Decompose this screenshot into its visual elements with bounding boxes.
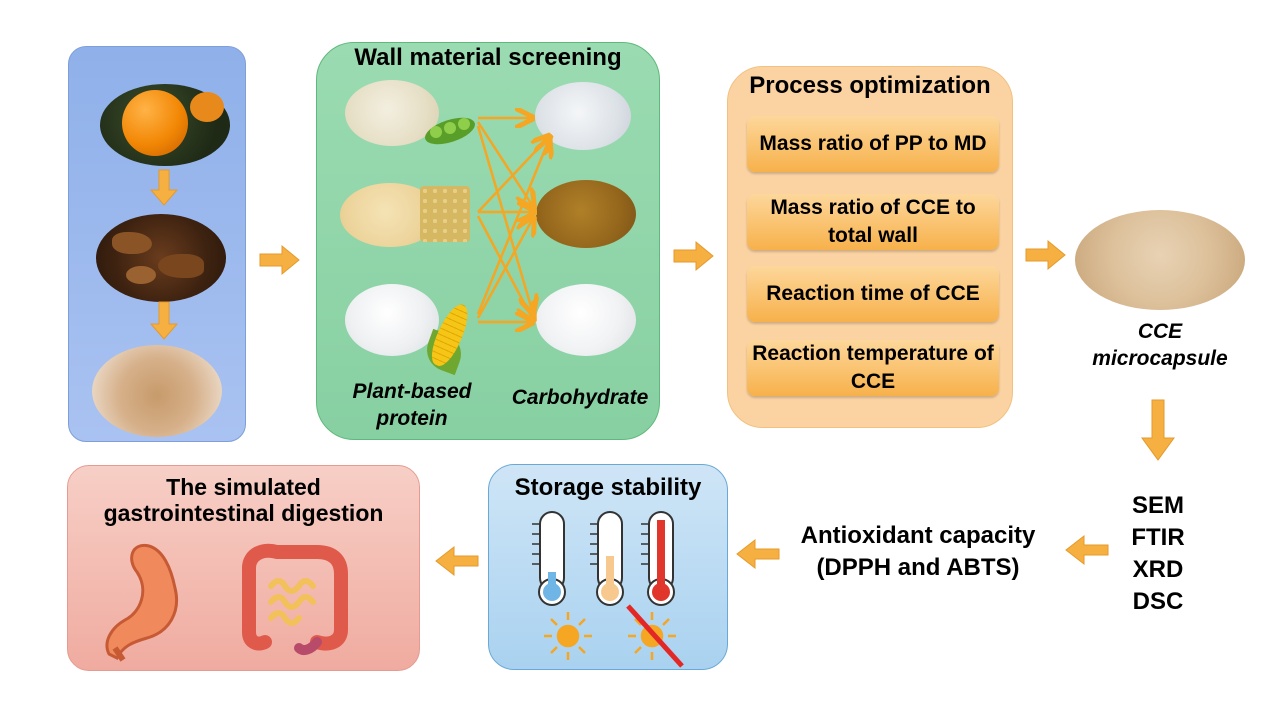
pea-icon <box>420 104 479 152</box>
antioxidant-text: Antioxidant capacity (DPPH and ABTS) <box>780 520 1056 584</box>
peel-powder-image <box>92 345 222 437</box>
arrow-down-3 <box>1141 399 1175 461</box>
process-title: Process optimization <box>749 72 991 99</box>
digestion-line1: The simulated <box>166 474 321 500</box>
intestine-icon <box>242 543 348 655</box>
cce-microcapsule-image <box>1075 210 1245 310</box>
orange-fruit-image <box>100 84 230 166</box>
digestion-icons <box>105 543 348 662</box>
char-dsc: DSC <box>1132 588 1184 615</box>
storage-icons <box>532 511 684 668</box>
arrow-down-2 <box>149 301 179 340</box>
arrow-right-1 <box>259 244 300 276</box>
corn-protein-powder-image <box>345 284 439 356</box>
storage-title: Storage stability <box>514 474 702 501</box>
arrow-down-1 <box>149 169 179 206</box>
pea-protein-powder-image <box>345 80 439 146</box>
arrow-right-2 <box>673 240 714 272</box>
thermometer-icon <box>538 511 675 606</box>
digestion-title: The simulated gastrointestinal digestion <box>67 474 420 527</box>
process-item-reaction-time: Reaction time of CCE <box>747 266 999 322</box>
arrow-right-3 <box>1025 239 1066 271</box>
soybean-icon <box>420 186 470 242</box>
arrow-left-3 <box>435 545 479 577</box>
arrow-left-1 <box>1065 534 1109 566</box>
arrow-left-2 <box>736 538 780 570</box>
antioxidant-line1: Antioxidant capacity <box>800 522 1036 549</box>
process-item-reaction-temp: Reaction temperature of CCE <box>747 340 999 396</box>
char-sem: SEM <box>1131 492 1184 519</box>
wall-screening-title: Wall material screening <box>354 44 622 71</box>
no-sun-slash <box>626 604 684 668</box>
gum-powder-image <box>536 180 636 248</box>
starch-powder-image <box>536 284 636 356</box>
carbohydrate-label: Carbohydrate <box>511 386 649 409</box>
cce-microcapsule-label: CCE microcapsule <box>1092 320 1228 370</box>
dried-peel-image <box>96 214 226 302</box>
characterization-list: SEM FTIR XRD DSC <box>1110 490 1206 618</box>
char-ftir: FTIR <box>1131 524 1185 551</box>
char-xrd: XRD <box>1132 556 1184 583</box>
process-item-cce-wall: Mass ratio of CCE to total wall <box>747 194 999 250</box>
plant-protein-label: Plant-based protein <box>352 380 472 430</box>
stomach-icon <box>105 543 178 662</box>
antioxidant-line2: (DPPH and ABTS) <box>816 554 1020 581</box>
digestion-line2: gastrointestinal digestion <box>103 500 384 527</box>
process-item-pp-md: Mass ratio of PP to MD <box>747 116 999 172</box>
